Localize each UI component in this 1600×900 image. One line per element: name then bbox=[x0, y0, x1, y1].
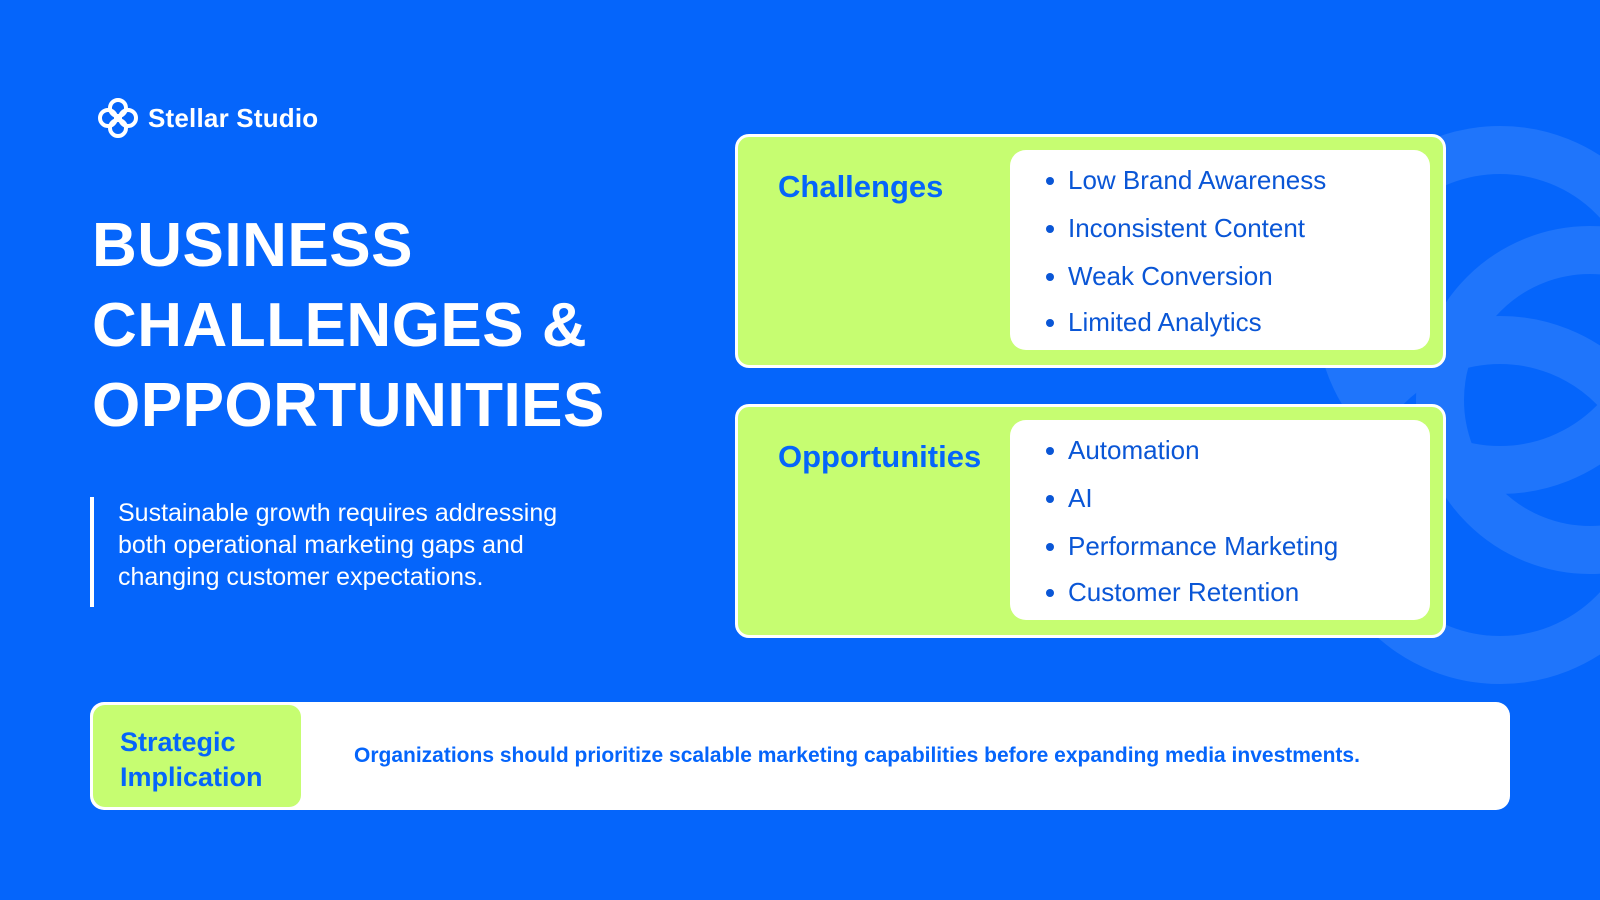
page-title: BUSINESS CHALLENGES & OPPORTUNITIES bbox=[92, 206, 652, 446]
list-item: Limited Analytics bbox=[1010, 306, 1430, 354]
list-item: AI bbox=[1010, 482, 1430, 530]
page-title-line-2: CHALLENGES & bbox=[92, 291, 588, 360]
strategic-implication-text: Organizations should prioritize scalable… bbox=[354, 744, 1360, 767]
brand-logo: Stellar Studio bbox=[96, 96, 318, 140]
list-item: Customer Retention bbox=[1010, 576, 1430, 624]
opportunities-title: Opportunities bbox=[778, 439, 982, 474]
strategic-label-line-2: Implication bbox=[120, 762, 263, 792]
challenges-card: Challenges Low Brand Awareness Inconsist… bbox=[735, 134, 1446, 368]
page-title-line-3: OPPORTUNITIES bbox=[92, 371, 605, 440]
page-title-line-1: BUSINESS bbox=[92, 211, 413, 280]
strategic-implication-label: Strategic Implication bbox=[93, 705, 301, 807]
opportunities-list: Automation AI Performance Marketing Cust… bbox=[1010, 420, 1430, 620]
strategic-label-line-1: Strategic bbox=[120, 727, 236, 757]
strategic-implication-bar: Strategic Implication Organizations shou… bbox=[90, 702, 1510, 810]
summary-quote: Sustainable growth requires addressing b… bbox=[90, 497, 600, 607]
list-item: Low Brand Awareness bbox=[1010, 164, 1430, 212]
opportunities-card: Opportunities Automation AI Performance … bbox=[735, 404, 1446, 638]
interlocking-rings-icon bbox=[98, 98, 138, 138]
list-item: Weak Conversion bbox=[1010, 260, 1430, 306]
list-item: Performance Marketing bbox=[1010, 530, 1430, 576]
challenges-title: Challenges bbox=[778, 169, 944, 204]
summary-quote-text: Sustainable growth requires addressing b… bbox=[118, 499, 558, 591]
list-item: Automation bbox=[1010, 434, 1430, 482]
brand-name: Stellar Studio bbox=[148, 102, 319, 133]
challenges-list: Low Brand Awareness Inconsistent Content… bbox=[1010, 150, 1430, 350]
list-item: Inconsistent Content bbox=[1010, 212, 1430, 260]
